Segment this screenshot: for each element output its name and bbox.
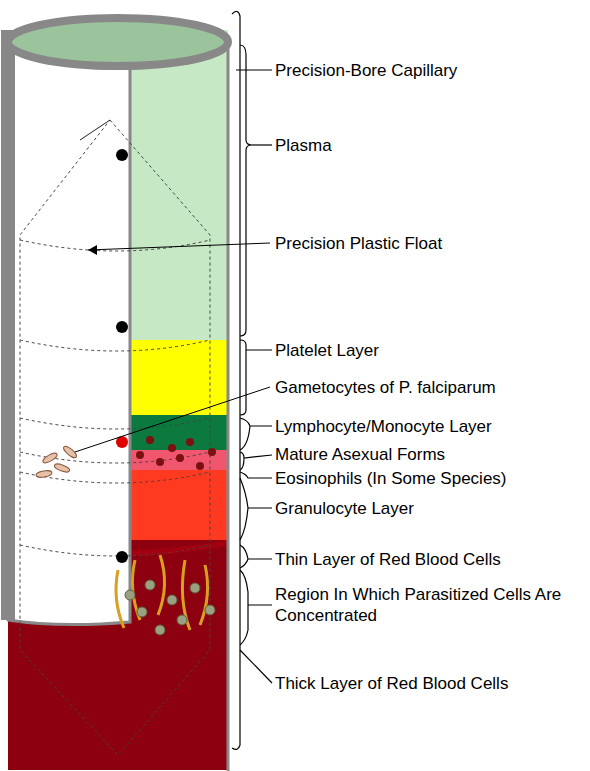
part-label: Lymphocyte/Monocyte Layer [275,416,492,437]
part-label: Region In Which Parasitized Cells Are Co… [275,584,575,626]
part-label: Eosinophils (In Some Species) [275,468,507,489]
part-label: Precision Plastic Float [275,233,442,254]
part-label: Thick Layer of Red Blood Cells [275,673,508,694]
part-label: Mature Asexual Forms [275,444,445,465]
part-label: Gametocytes of P. falciparum [275,377,496,398]
part-label: Granulocyte Layer [275,498,414,519]
part-label: Platelet Layer [275,340,379,361]
part-label: Thin Layer of Red Blood Cells [275,549,501,570]
part-label: Precision-Bore Capillary [275,60,457,81]
part-label: Plasma [275,135,332,156]
